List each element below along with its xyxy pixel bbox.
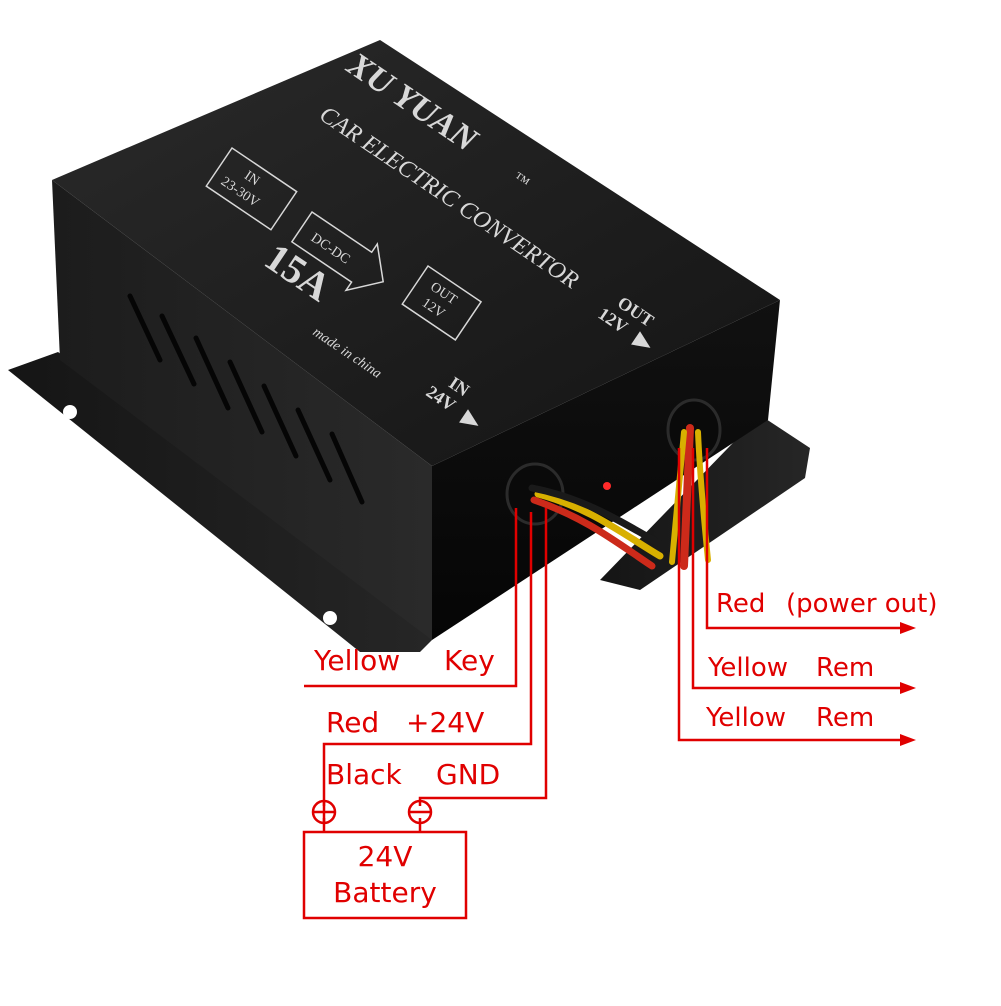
rem-arrow-1 (900, 682, 916, 694)
rem-2-color: Yellow (705, 703, 786, 733)
key-wire-color: Yellow (313, 644, 400, 677)
mount-hole (63, 405, 77, 419)
power-out-line (705, 448, 900, 630)
status-led (603, 482, 611, 490)
key-wire-line (304, 508, 518, 688)
rem-arrow-2 (900, 734, 916, 746)
power-out-function: (power out) (786, 589, 938, 619)
rem-line-1 (691, 448, 900, 690)
side-panel (52, 180, 432, 640)
left-wire-labels: Yellow Key Red +24V Black GND (313, 644, 500, 791)
rem-1-color: Yellow (707, 653, 788, 683)
key-wire-function: Key (444, 644, 495, 677)
battery-box: 24V Battery (302, 830, 468, 920)
rem-2-function: Rem (816, 703, 874, 733)
input-wire-bundle (528, 484, 668, 570)
rem-line-2 (677, 448, 900, 742)
power-out-color: Red (716, 589, 765, 619)
positive-wire-function: +24V (406, 706, 484, 739)
top-face (52, 40, 780, 466)
positive-wire-line (322, 512, 533, 806)
ground-wire-color: Black (326, 758, 403, 791)
left-mounting-flange (8, 352, 432, 652)
negative-terminal-icon (407, 799, 433, 825)
port-in-arrow (459, 409, 479, 426)
mount-hole (323, 611, 337, 625)
input-spec-label: IN (241, 168, 262, 189)
converter-box: XU YUAN ™ CAR ELECTRIC CONVERTOR IN 23-3… (8, 40, 810, 652)
vent-slots (127, 293, 365, 505)
positive-wire-color: Red (326, 706, 379, 739)
right-wire-labels: Red (power out) Yellow Rem Yellow Rem (705, 589, 938, 733)
ground-wire-function: GND (436, 758, 500, 791)
battery-label: Battery (333, 876, 437, 909)
power-out-arrow (900, 622, 916, 634)
positive-terminal-icon (311, 799, 337, 825)
battery-voltage: 24V (358, 840, 413, 873)
front-panel (432, 300, 780, 640)
rem-1-function: Rem (816, 653, 874, 683)
port-out-arrow (631, 331, 651, 348)
